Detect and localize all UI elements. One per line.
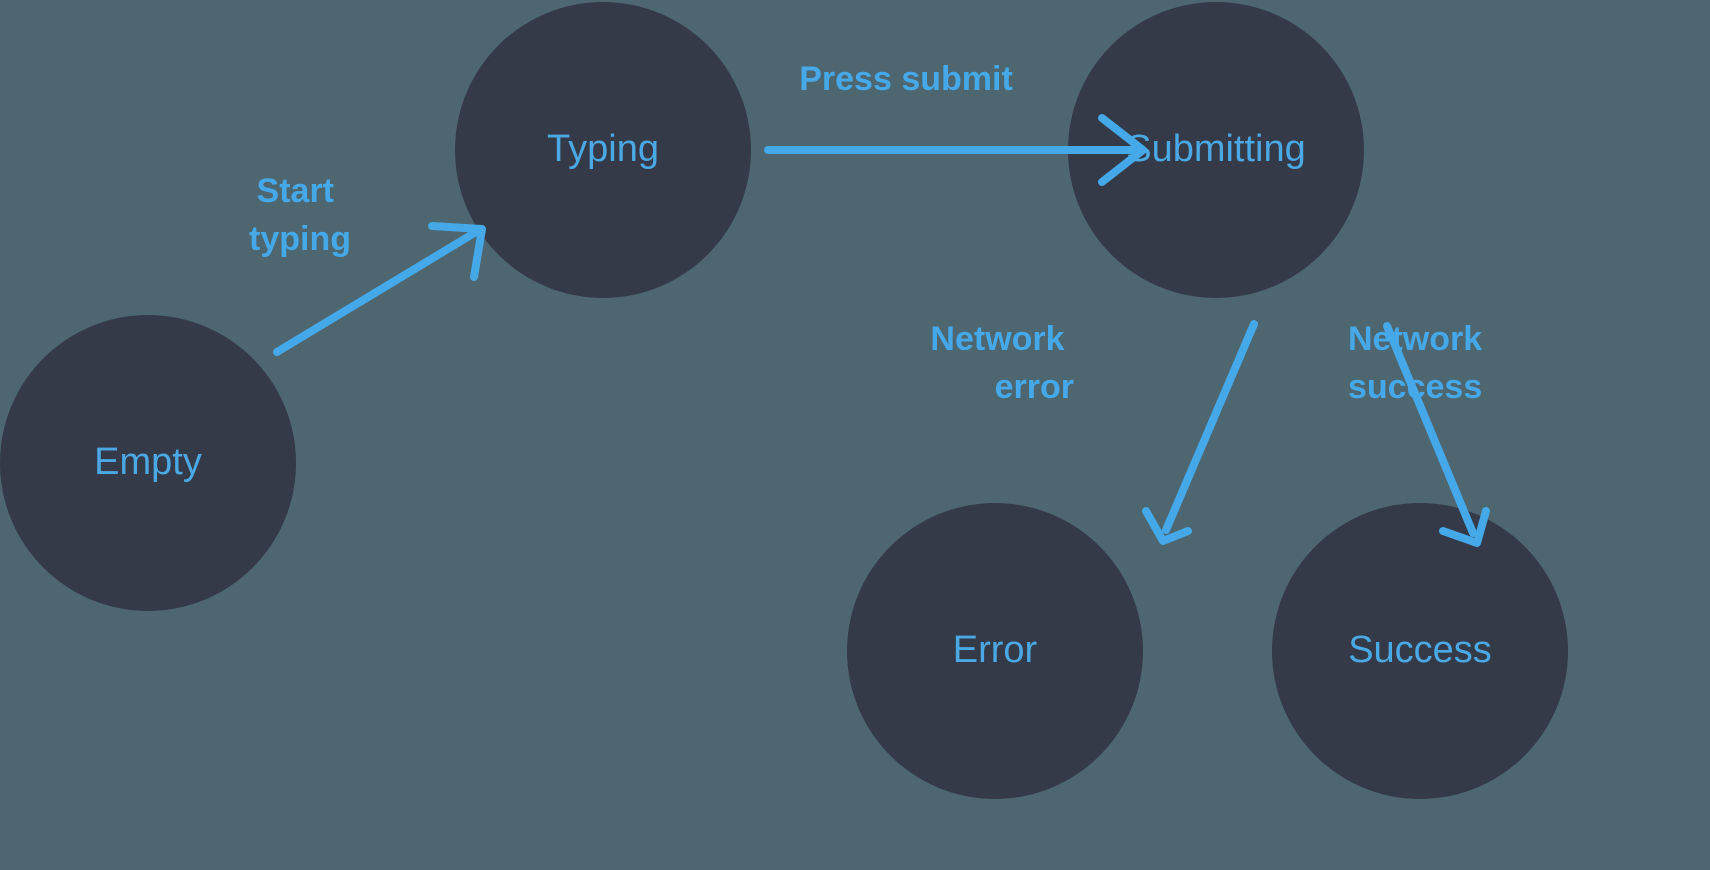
- node-error-circle[interactable]: [847, 503, 1143, 799]
- edge-label-line-1: Network: [1348, 320, 1482, 358]
- edge-submitting-to-success[interactable]: Network success: [1348, 320, 1492, 547]
- node-submitting-label: Submitting: [1126, 128, 1306, 170]
- node-typing-label: Typing: [547, 128, 659, 170]
- node-empty[interactable]: Empty: [0, 315, 296, 611]
- edge-submitting-to-error[interactable]: Network error: [930, 320, 1258, 545]
- edge-submitting-to-error-label: Network error: [930, 320, 1074, 406]
- node-error[interactable]: Error: [847, 503, 1143, 799]
- edge-label-line-2: error: [995, 368, 1074, 406]
- edge-label-line-2: typing: [249, 220, 351, 258]
- node-success-circle[interactable]: [1272, 503, 1568, 799]
- edge-submitting-to-success-line: [1383, 322, 1477, 537]
- edge-submitting-to-success-arrowhead: [1439, 507, 1490, 547]
- node-empty-circle[interactable]: [0, 315, 296, 611]
- edge-label-line-1: Start: [257, 172, 334, 210]
- node-success-label: Success: [1348, 629, 1492, 671]
- edge-submitting-to-error-arrowhead: [1142, 507, 1192, 545]
- node-submitting[interactable]: Submitting: [1068, 2, 1364, 298]
- edge-empty-to-typing-label: Start typing: [249, 172, 351, 258]
- node-empty-label: Empty: [94, 441, 202, 483]
- edge-typing-to-submitting[interactable]: Press submit: [764, 60, 1147, 186]
- node-success[interactable]: Success: [1272, 503, 1568, 799]
- edge-empty-to-typing[interactable]: Start typing: [249, 172, 486, 356]
- edge-label-line-1: Network: [930, 320, 1064, 358]
- edge-label-line-2: success: [1348, 368, 1482, 406]
- edge-label-line-1: Press submit: [799, 60, 1013, 98]
- edge-submitting-to-success-label: Network success: [1348, 320, 1492, 406]
- node-error-label: Error: [953, 629, 1038, 671]
- node-typing-circle[interactable]: [455, 2, 751, 298]
- edge-empty-to-typing-arrowhead: [428, 222, 486, 281]
- node-submitting-circle[interactable]: [1068, 2, 1364, 298]
- edge-empty-to-typing-line: [273, 228, 480, 356]
- node-typing[interactable]: Typing: [455, 2, 751, 298]
- edge-typing-to-submitting-arrowhead: [1098, 114, 1147, 186]
- edge-submitting-to-error-line: [1162, 320, 1258, 534]
- edge-typing-to-submitting-label: Press submit: [799, 60, 1013, 98]
